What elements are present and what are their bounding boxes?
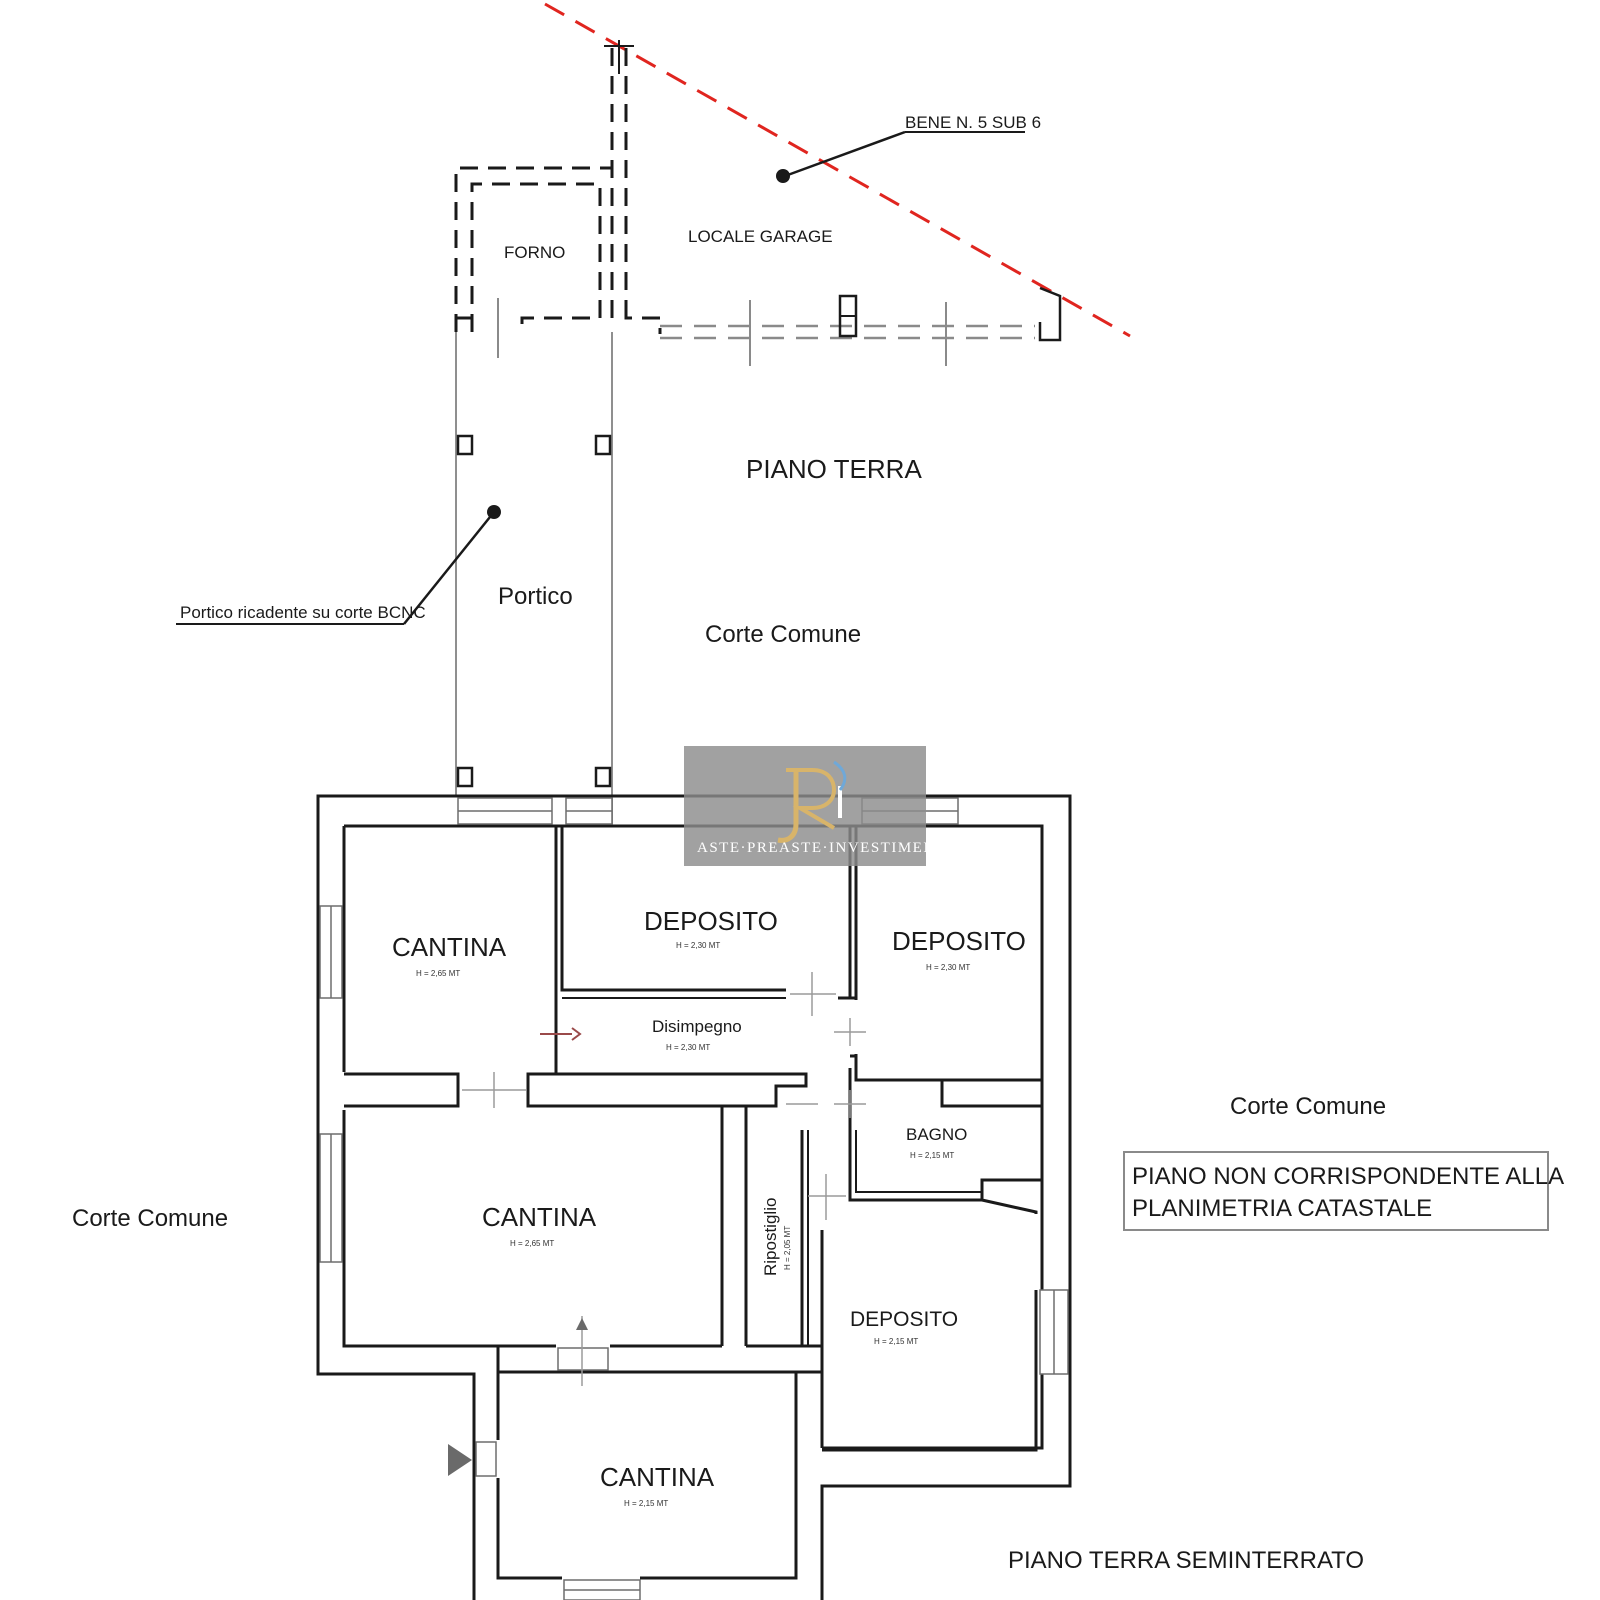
forno-outline	[454, 166, 612, 334]
portico-note: Portico ricadente su corte BCNC	[180, 603, 426, 622]
room-deposito-3-height: H = 2,15 MT	[874, 1337, 918, 1346]
property-boundary-line	[544, 2, 1131, 338]
room-cantina-1-height: H = 2,65 MT	[416, 969, 460, 978]
portico-structure	[455, 332, 613, 826]
room-deposito-3-name: DEPOSITO	[850, 1308, 958, 1331]
watermark: ASTE·PREASTE·INVESTIMENTI	[684, 746, 953, 866]
forno-label: FORNO	[504, 243, 565, 262]
garage-front-wall	[660, 286, 1062, 366]
room-cantina-1-name: CANTINA	[392, 932, 507, 962]
room-ripostiglio-height: H = 2,05 MT	[783, 1226, 792, 1270]
room-disimpegno-height: H = 2,30 MT	[666, 1043, 710, 1052]
watermark-text: ASTE·PREASTE·INVESTIMENTI	[697, 840, 953, 856]
notice-box: PIANO NON CORRISPONDENTE ALLA PLANIMETRI…	[1123, 1151, 1564, 1231]
basement-inner-walls	[344, 826, 1042, 1580]
portico-callout	[176, 505, 501, 625]
piano-terra-title: PIANO TERRA	[746, 454, 922, 484]
room-deposito-1-name: DEPOSITO	[644, 906, 778, 936]
room-deposito-2-height: H = 2,30 MT	[926, 963, 970, 972]
room-cantina-2-height: H = 2,65 MT	[510, 1239, 554, 1248]
corte-comune-top: Corte Comune	[705, 621, 861, 648]
entrance-arrow-left	[448, 1444, 472, 1476]
entrance-arrow-disimpegno	[540, 1027, 582, 1041]
corte-comune-left: Corte Comune	[72, 1205, 228, 1232]
watermark-logo-icon	[777, 760, 847, 843]
notice-line-1: PIANO NON CORRISPONDENTE ALLA	[1132, 1163, 1564, 1190]
room-deposito-2-name: DEPOSITO	[892, 926, 1026, 956]
bene-callout	[776, 130, 1025, 183]
room-deposito-1-height: H = 2,30 MT	[676, 941, 720, 950]
room-bagno-name: BAGNO	[906, 1125, 967, 1144]
locale-garage-label: LOCALE GARAGE	[688, 227, 833, 246]
entrance-arrow-cantina	[576, 1318, 588, 1330]
room-disimpegno-name: Disimpegno	[652, 1017, 742, 1036]
room-ripostiglio-name: Ripostiglio	[761, 1198, 780, 1276]
corte-comune-right: Corte Comune	[1230, 1093, 1386, 1120]
piano-seminterrato-title: PIANO TERRA SEMINTERRATO	[1008, 1547, 1364, 1574]
room-ripostiglio: Ripostiglio H = 2,05 MT	[761, 1198, 792, 1276]
room-cantina-3-name: CANTINA	[600, 1462, 715, 1492]
bene-label: BENE N. 5 SUB 6	[905, 113, 1041, 132]
room-cantina-2-name: CANTINA	[482, 1202, 597, 1232]
garage-left-wall	[604, 40, 662, 334]
room-cantina-3-height: H = 2,15 MT	[624, 1499, 668, 1508]
room-bagno-height: H = 2,15 MT	[910, 1151, 954, 1160]
notice-line-2: PLANIMETRIA CATASTALE	[1132, 1195, 1432, 1222]
portico-label: Portico	[498, 583, 573, 610]
